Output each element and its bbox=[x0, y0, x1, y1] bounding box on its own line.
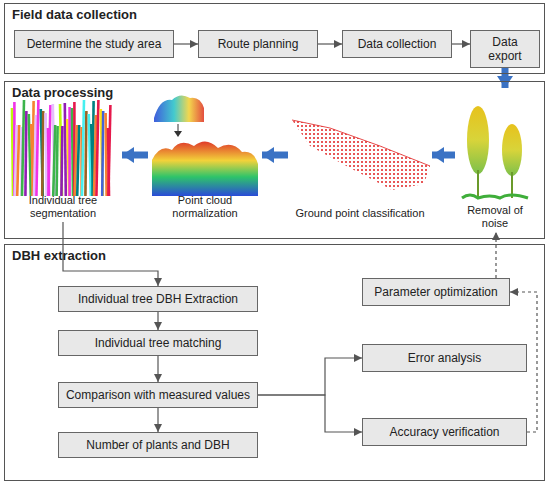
step-label: Point cloud normalization bbox=[150, 194, 260, 220]
section-heading: DBH extraction bbox=[12, 248, 537, 264]
flow-arrow bbox=[122, 152, 148, 159]
illustrated-step: Removal of noise bbox=[455, 88, 535, 232]
process-box: Comparison with measured values bbox=[58, 382, 258, 408]
box-label: Accuracy verification bbox=[389, 425, 499, 439]
box-label: Number of plants and DBH bbox=[86, 438, 229, 452]
illustrated-step: Point cloud normalization bbox=[148, 88, 262, 222]
process-box: Data export bbox=[470, 30, 540, 68]
process-box: Parameter optimization bbox=[362, 278, 510, 306]
connector bbox=[157, 408, 158, 432]
section-panel: DBH extractionIndividual tree DBH Extrac… bbox=[4, 244, 545, 481]
process-box: Route planning bbox=[198, 30, 318, 58]
box-label: Individual tree DBH Extraction bbox=[78, 292, 238, 306]
flow-arrow bbox=[432, 152, 455, 159]
flow-arrow bbox=[262, 152, 288, 159]
step-label: Ground point classification bbox=[295, 207, 424, 220]
connector bbox=[157, 312, 158, 330]
process-box: Individual tree matching bbox=[58, 330, 258, 356]
process-box: Accuracy verification bbox=[362, 418, 527, 446]
process-box: Individual tree DBH Extraction bbox=[58, 286, 258, 312]
process-box: Data collection bbox=[342, 30, 452, 58]
connector bbox=[258, 395, 362, 432]
connector bbox=[258, 358, 362, 395]
section-heading: Data processing bbox=[12, 85, 537, 101]
box-label: Determine the study area bbox=[27, 37, 162, 51]
box-label: Parameter optimization bbox=[374, 285, 497, 299]
connector bbox=[174, 43, 198, 44]
connector bbox=[452, 43, 470, 44]
box-label: Data collection bbox=[358, 37, 437, 51]
noise-removal-picture bbox=[462, 106, 528, 198]
illustrated-step: Ground point classification bbox=[288, 88, 432, 222]
flow-arrow bbox=[502, 68, 509, 88]
box-label: Individual tree matching bbox=[95, 336, 222, 350]
section-heading: Field data collection bbox=[12, 7, 537, 23]
section-panel: Data processingIndividual tree segmentat… bbox=[4, 81, 545, 239]
box-label: Route planning bbox=[218, 37, 299, 51]
box-label: Comparison with measured values bbox=[66, 388, 250, 402]
ground-points-picture bbox=[292, 120, 430, 190]
step-label: Individual tree segmentation bbox=[6, 194, 120, 220]
step-label: Removal of noise bbox=[467, 204, 523, 230]
process-box: Number of plants and DBH bbox=[58, 432, 258, 458]
illustrated-step: Individual tree segmentation bbox=[4, 88, 122, 222]
box-label: Data export bbox=[474, 35, 536, 63]
connector bbox=[318, 43, 342, 44]
process-box: Determine the study area bbox=[14, 30, 174, 58]
section-panel: Field data collectionDetermine the study… bbox=[4, 3, 545, 74]
connector bbox=[157, 356, 158, 382]
box-label: Error analysis bbox=[408, 351, 481, 365]
process-box: Error analysis bbox=[362, 344, 527, 372]
normalization-picture bbox=[152, 95, 258, 196]
segmentation-picture bbox=[12, 100, 110, 196]
